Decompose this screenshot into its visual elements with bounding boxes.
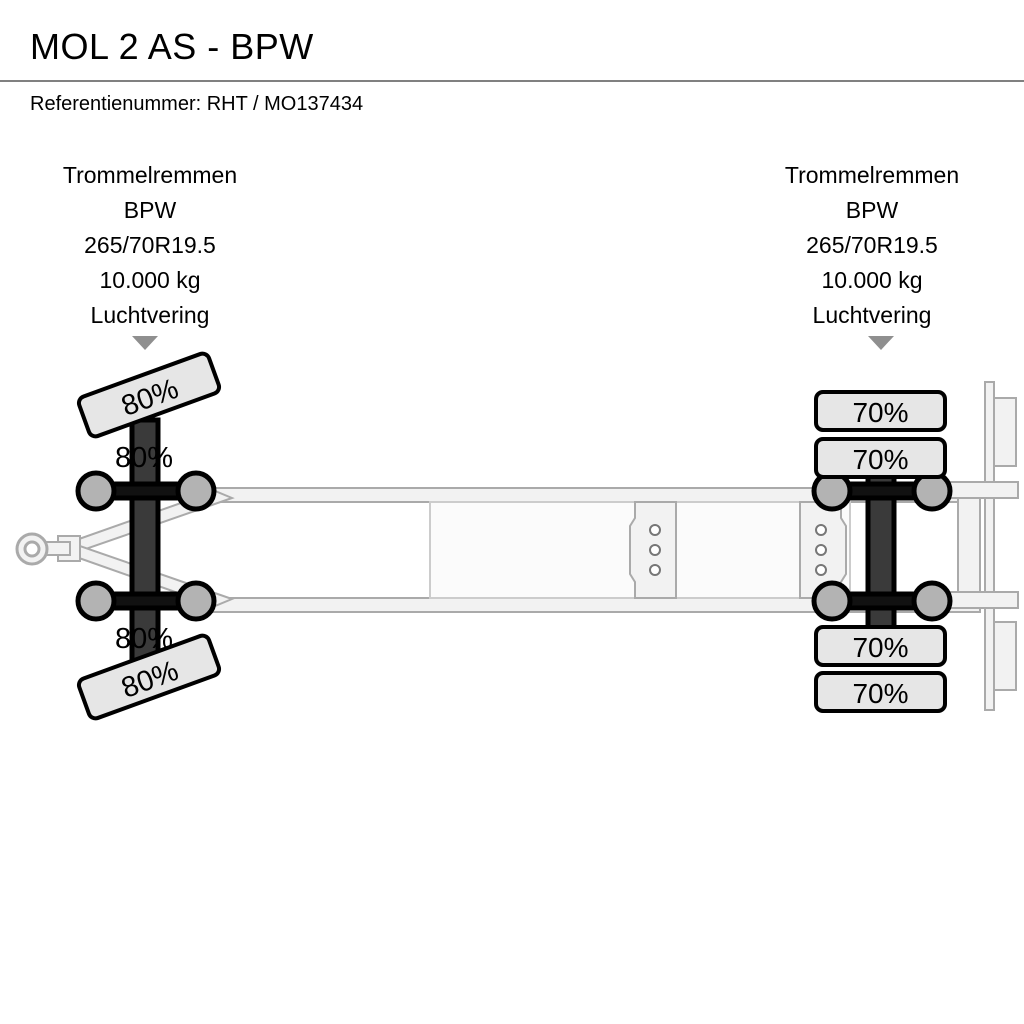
front-tyre-label-top-inner: 80% [115, 442, 174, 474]
bolt-hole [815, 524, 827, 536]
triangle-down-icon-rear [868, 336, 894, 350]
rear-axle-tyre-size: 265/70R19.5 [806, 232, 938, 258]
reference-number: Referentienummer: RHT / MO137434 [30, 93, 364, 115]
page-title: MOL 2 AS - BPW [30, 26, 314, 67]
trailer-diagram [0, 360, 1024, 730]
front-axle-spec-block: Trommelremmen BPW 265/70R19.5 10.000 kg … [0, 158, 300, 333]
rear-tyre-label-bottom-inner: 70% [814, 625, 947, 667]
rear-axle-spec-block: Trommelremmen BPW 265/70R19.5 10.000 kg … [722, 158, 1022, 333]
rear-wheel-left-bottom [811, 580, 853, 622]
rear-tyre-label-bottom-outer: 70% [814, 671, 947, 713]
bolt-hole [649, 524, 661, 536]
bolt-hole [649, 544, 661, 556]
front-wheel-right-bottom [175, 580, 217, 622]
drawbar-eye-icon [15, 532, 49, 566]
rear-bumper-upper [993, 397, 1017, 467]
rear-tyre-label-top-outer: 70% [814, 390, 947, 432]
front-axle-brake-type: Trommelremmen [62, 162, 238, 188]
front-axle-beam [129, 417, 161, 685]
front-wheel-left-top [75, 470, 117, 512]
rear-axle-suspension: Luchtvering [812, 302, 932, 328]
front-wheel-left-bottom [75, 580, 117, 622]
rear-center-beam [957, 497, 981, 593]
rear-bumper-lower [993, 621, 1017, 691]
cross-member-bolt-holes [649, 524, 827, 576]
bolt-hole [649, 564, 661, 576]
front-axle-brand: BPW [123, 197, 177, 223]
bolt-hole [815, 564, 827, 576]
rear-wheel-right-bottom [911, 580, 953, 622]
rear-axle-brand: BPW [845, 197, 899, 223]
rear-tyre-label-top-inner: 70% [814, 437, 947, 479]
front-wheel-right-top [175, 470, 217, 512]
rear-axle-brake-type: Trommelremmen [784, 162, 960, 188]
rear-axle-group [811, 461, 953, 641]
rear-axle-capacity: 10.000 kg [821, 267, 923, 293]
rear-vertical-post [984, 381, 995, 711]
header-divider [0, 80, 1024, 82]
front-axle-tyre-size: 265/70R19.5 [84, 232, 216, 258]
bolt-hole [815, 544, 827, 556]
front-axle-suspension: Luchtvering [90, 302, 210, 328]
front-axle-capacity: 10.000 kg [99, 267, 201, 293]
front-axle-group [75, 417, 217, 685]
triangle-down-icon-front [132, 336, 158, 350]
